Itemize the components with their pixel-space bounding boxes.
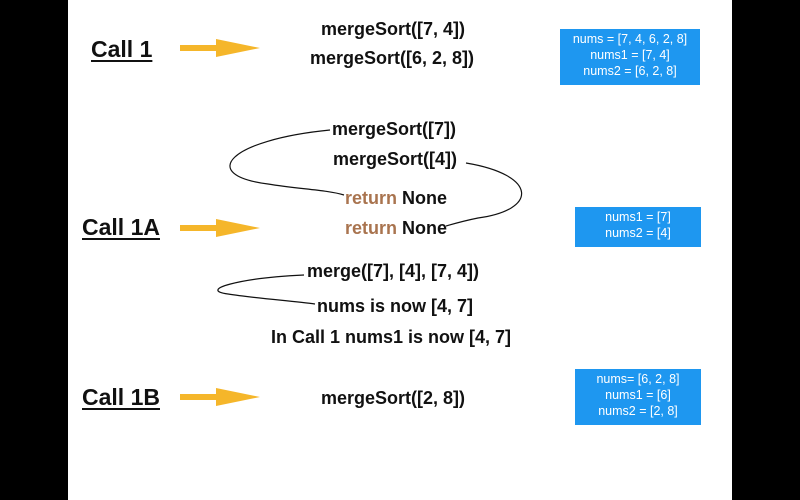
box-line: nums1 = [6] xyxy=(605,388,671,402)
box-line: nums2 = [2, 8] xyxy=(598,404,678,418)
call-1-arrow xyxy=(180,39,260,57)
call1a-merge-line: merge([7], [4], [7, 4]) xyxy=(307,261,480,281)
call1a-mergesort-7: mergeSort([7]) xyxy=(332,119,457,139)
call-1a-label: Call 1A xyxy=(82,214,160,240)
call-1b-label: Call 1B xyxy=(82,384,160,410)
call1-mergesort-right: mergeSort([6, 2, 8]) xyxy=(310,48,475,68)
box-line: nums1 = [7, 4] xyxy=(590,48,670,62)
call1a-mergesort-4: mergeSort([4]) xyxy=(333,149,458,169)
box-line: nums1 = [7] xyxy=(605,210,671,224)
box-line: nums2 = [4] xyxy=(605,226,671,240)
call1-state-box: nums = [7, 4, 6, 2, 8] nums1 = [7, 4] nu… xyxy=(560,29,700,85)
call1a-nums-now: nums is now [4, 7] xyxy=(317,296,474,316)
merge-to-result-curve xyxy=(217,274,316,305)
none-value: None xyxy=(402,218,448,238)
box-line: nums= [6, 2, 8] xyxy=(596,372,680,386)
slide: Call 1 Call 1A Call 1B mergeSort([7, 4])… xyxy=(68,0,732,500)
call1b-state-box: nums= [6, 2, 8] nums1 = [6] nums2 = [2, … xyxy=(575,369,701,425)
box-line: nums = [7, 4, 6, 2, 8] xyxy=(572,32,688,46)
call1a-state-box: nums1 = [7] nums2 = [4] xyxy=(575,207,701,247)
box-line: nums2 = [6, 2, 8] xyxy=(583,64,677,78)
none-value: None xyxy=(402,188,448,208)
call-1a-arrow xyxy=(180,219,260,237)
call-1-label: Call 1 xyxy=(91,36,153,62)
call1b-mergesort: mergeSort([2, 8]) xyxy=(321,388,466,408)
call1-mergesort-left: mergeSort([7, 4]) xyxy=(321,19,466,39)
call1a-return-none-2: return None xyxy=(345,218,447,239)
connectors-layer xyxy=(180,39,523,406)
return-keyword: return xyxy=(345,218,398,238)
call1a-call1-nums1-now: In Call 1 nums1 is now [4, 7] xyxy=(271,327,512,347)
call-1b-arrow xyxy=(180,388,260,406)
call-to-return-curve-right xyxy=(445,162,523,227)
return-keyword: return xyxy=(345,188,398,208)
call-to-return-curve-left xyxy=(229,129,345,196)
call1a-return-none-1: return None xyxy=(345,188,447,209)
